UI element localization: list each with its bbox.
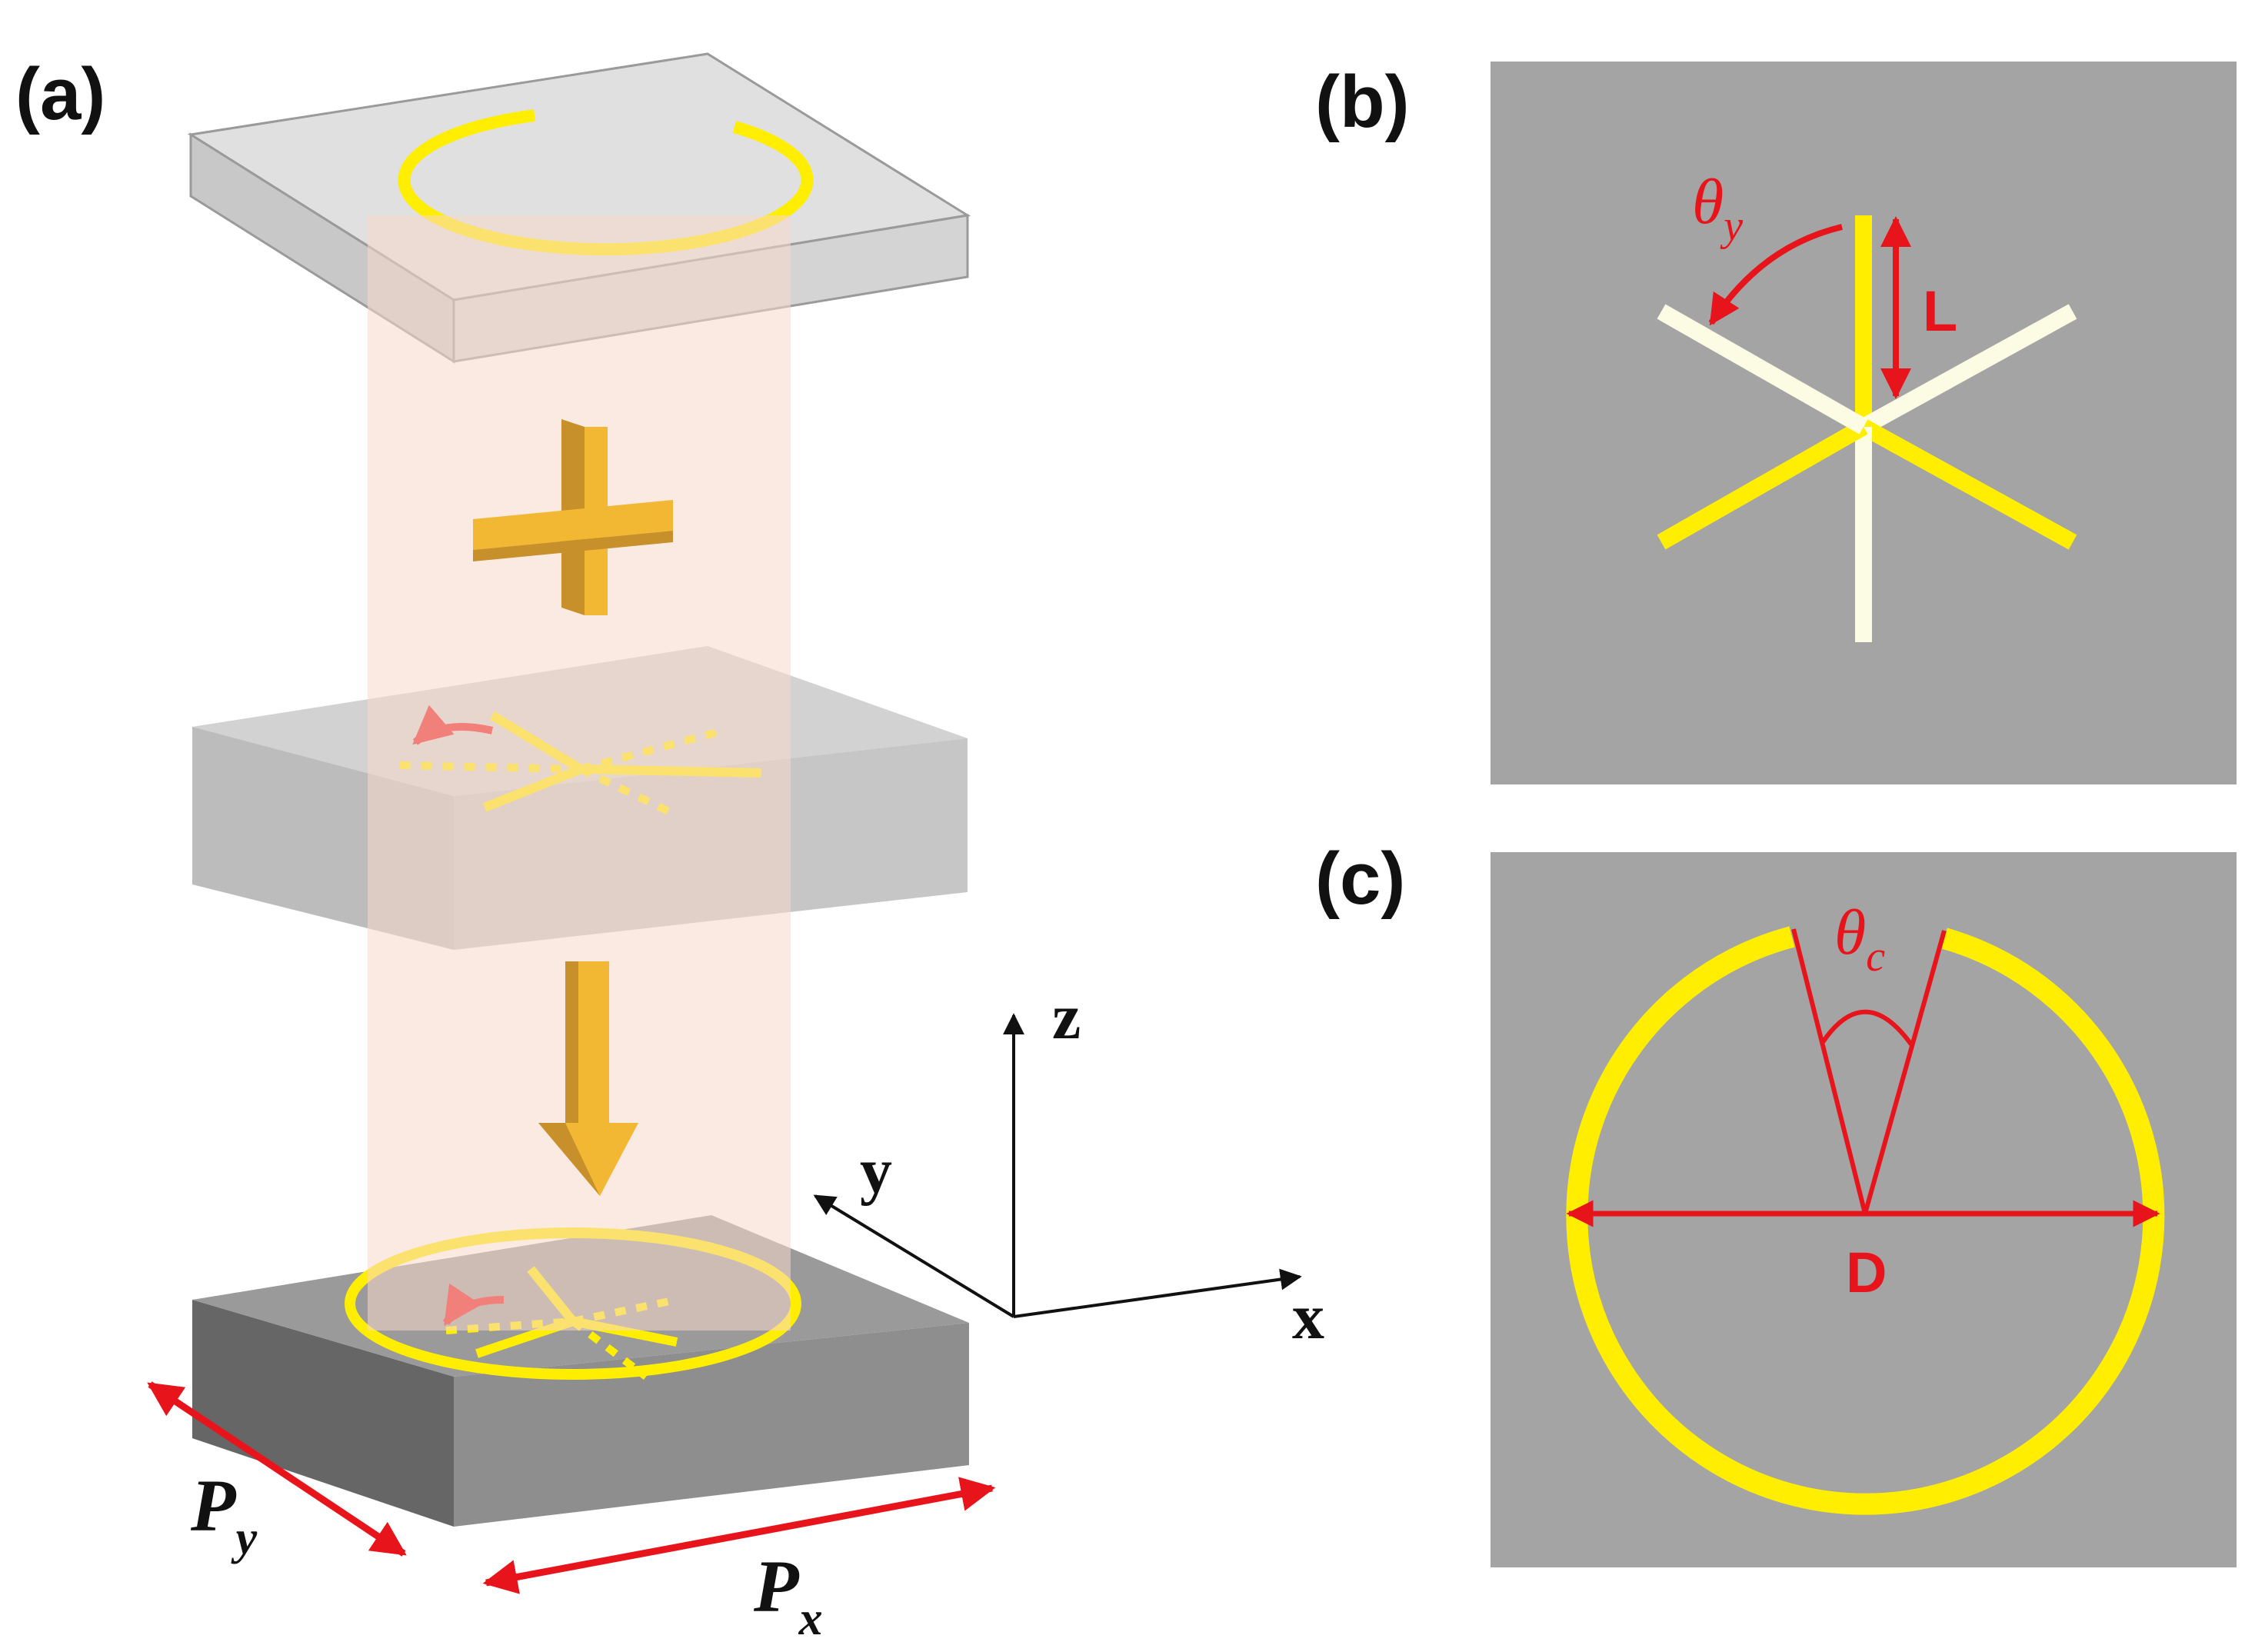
theta-c-arc bbox=[1820, 1009, 1914, 1046]
length-label: L bbox=[1923, 279, 1957, 343]
diameter-label: D bbox=[1846, 1241, 1887, 1304]
panel-c: (c) θc D bbox=[1315, 838, 2237, 1567]
panel-b-label: (b) bbox=[1315, 61, 1410, 143]
panel-a-label: (a) bbox=[15, 53, 105, 135]
py-label: Py bbox=[190, 1464, 258, 1564]
z-axis-label: z bbox=[1052, 981, 1081, 1053]
theta-y-arc bbox=[1708, 224, 1843, 326]
y-axis-label: y bbox=[860, 1135, 892, 1207]
panel-c-label: (c) bbox=[1315, 838, 1405, 920]
px-label: Px bbox=[753, 1545, 823, 1645]
coordinate-axes: z x y bbox=[813, 981, 1324, 1353]
panel-b: (b) L θy bbox=[1315, 61, 2237, 784]
period-dimensions: Py Px bbox=[147, 1381, 996, 1645]
gap-line-left bbox=[1791, 928, 1867, 1214]
six-arm-resonator bbox=[1657, 215, 2077, 642]
x-axis-label: x bbox=[1292, 1281, 1324, 1353]
theta-y-label: θy bbox=[1692, 166, 1743, 250]
split-ring-resonator bbox=[1566, 926, 2165, 1515]
plus-sign-icon bbox=[473, 419, 673, 615]
panel-a: (a) bbox=[15, 52, 1324, 1645]
theta-c-label: θc bbox=[1834, 897, 1885, 981]
gap-line-right bbox=[1863, 930, 1947, 1214]
down-arrow-icon bbox=[538, 961, 638, 1196]
